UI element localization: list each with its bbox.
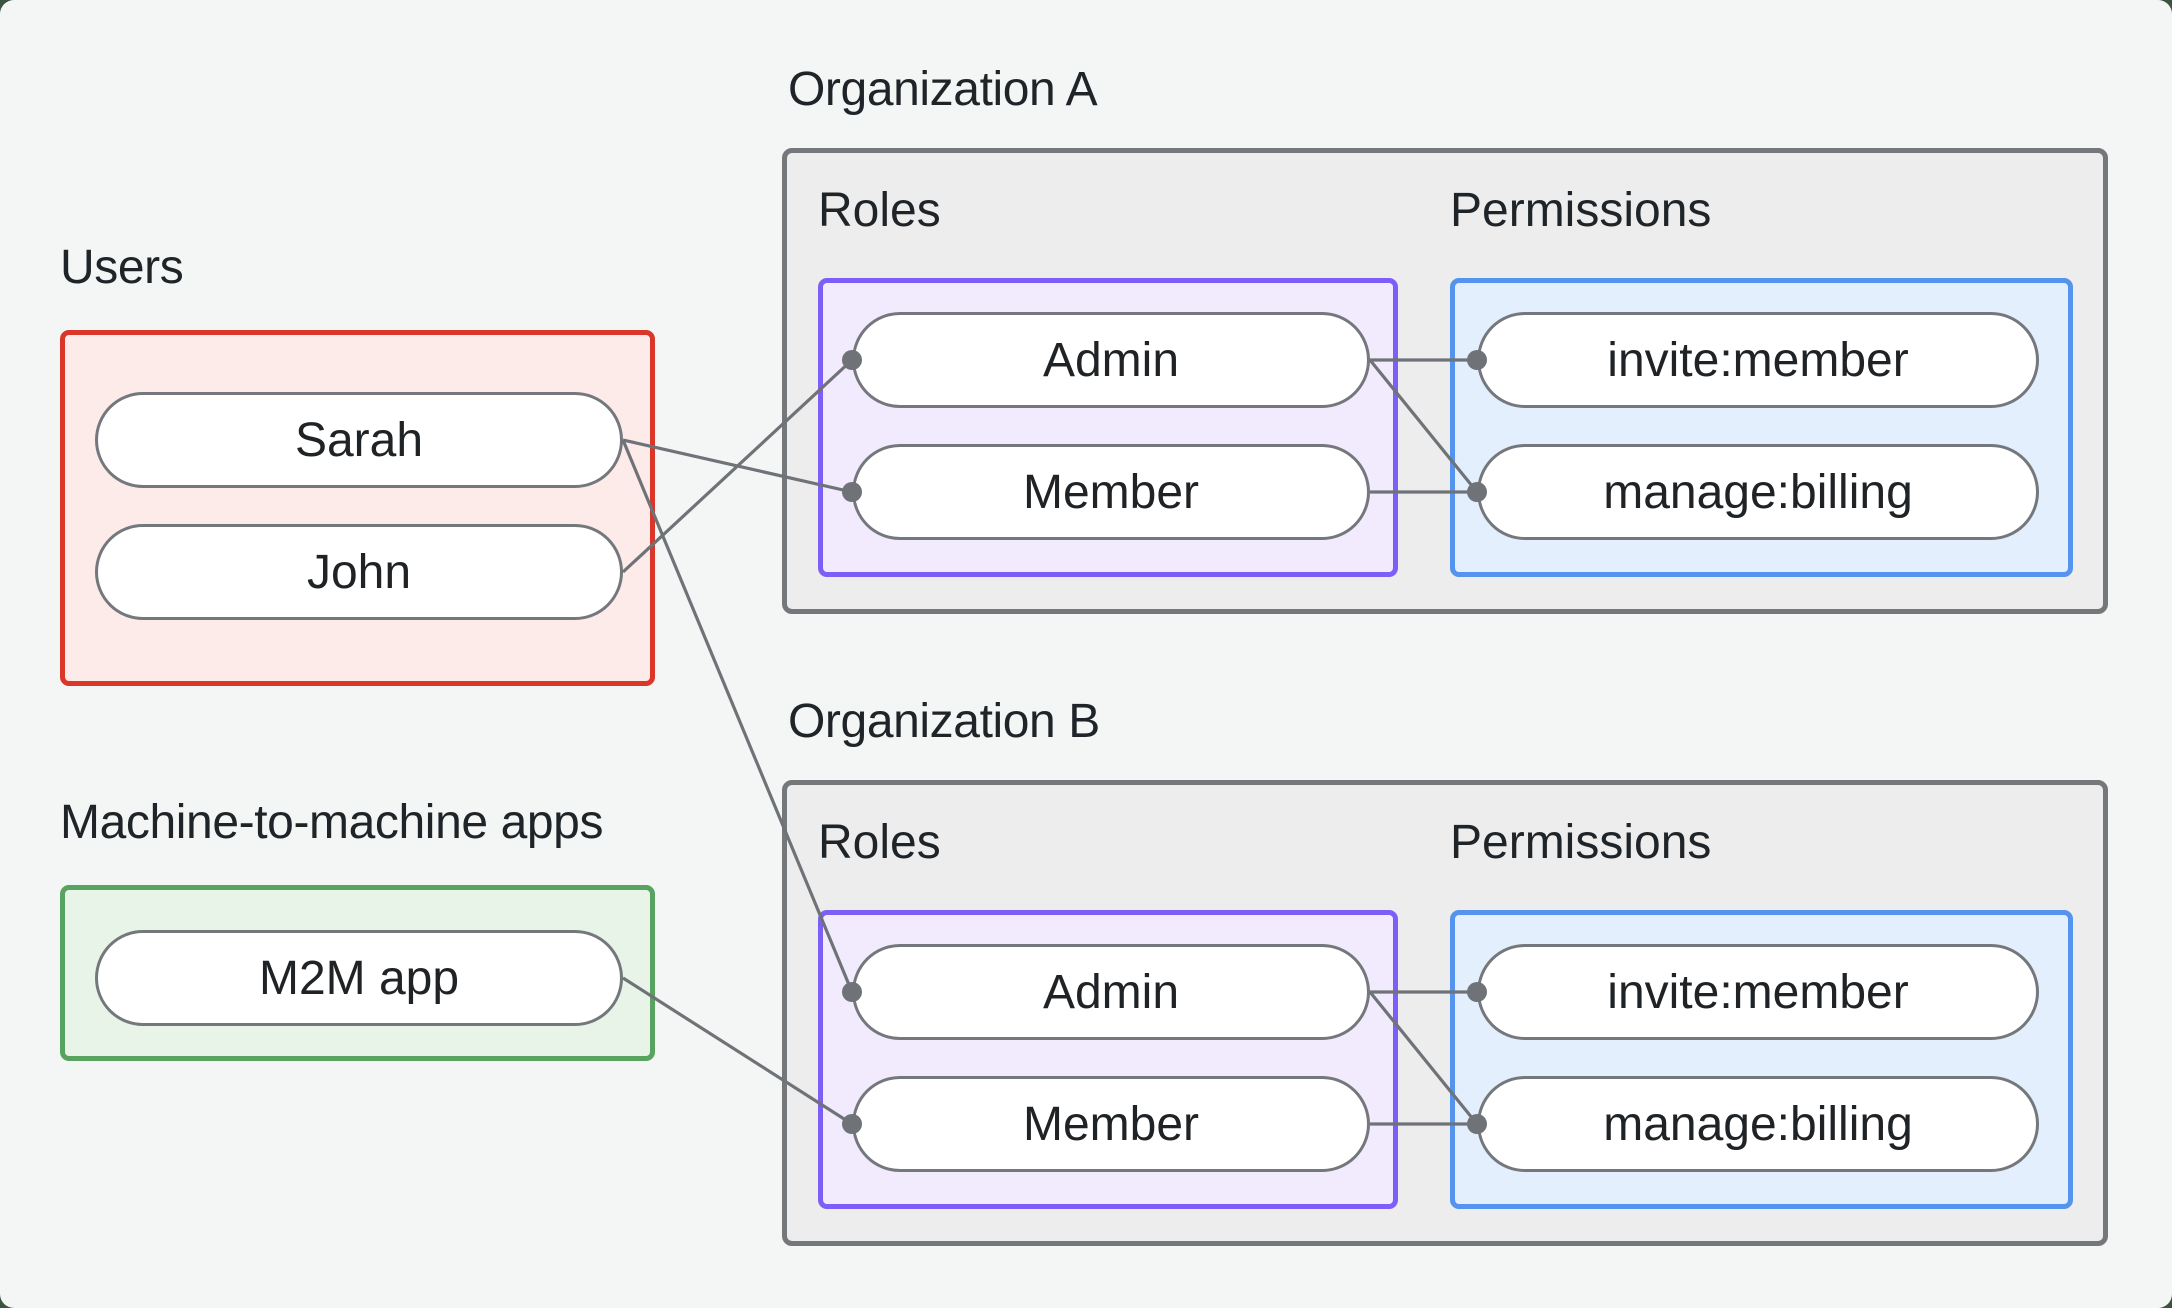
- m2m-app-node: M2M app: [95, 930, 623, 1026]
- org-a-permission-manage-billing: manage:billing: [1477, 444, 2039, 540]
- users-section-label: Users: [60, 241, 184, 294]
- org-b-roles-box: Admin Member: [818, 910, 1398, 1209]
- org-a-permissions-label: Permissions: [1450, 184, 1712, 237]
- user-node-sarah: Sarah: [95, 392, 623, 488]
- org-b-roles-label: Roles: [818, 816, 941, 869]
- org-b-role-admin: Admin: [852, 944, 1370, 1040]
- org-b-permission-invite-member: invite:member: [1477, 944, 2039, 1040]
- org-b-box: Roles Permissions Admin Member invite:me…: [782, 780, 2108, 1246]
- user-node-john: John: [95, 524, 623, 620]
- org-a-title: Organization A: [788, 63, 1098, 116]
- org-a-role-admin: Admin: [852, 312, 1370, 408]
- org-a-permission-invite-member: invite:member: [1477, 312, 2039, 408]
- org-b-title: Organization B: [788, 695, 1100, 748]
- org-a-role-member: Member: [852, 444, 1370, 540]
- org-a-permissions-box: invite:member manage:billing: [1450, 278, 2073, 577]
- org-b-permissions-label: Permissions: [1450, 816, 1712, 869]
- org-b-role-member: Member: [852, 1076, 1370, 1172]
- org-b-permissions-box: invite:member manage:billing: [1450, 910, 2073, 1209]
- users-group-box: Sarah John: [60, 330, 655, 686]
- org-a-box: Roles Permissions Admin Member invite:me…: [782, 148, 2108, 614]
- org-a-roles-box: Admin Member: [818, 278, 1398, 577]
- m2m-group-box: M2M app: [60, 885, 655, 1061]
- org-a-roles-label: Roles: [818, 184, 941, 237]
- org-b-permission-manage-billing: manage:billing: [1477, 1076, 2039, 1172]
- m2m-section-label: Machine-to-machine apps: [60, 796, 604, 849]
